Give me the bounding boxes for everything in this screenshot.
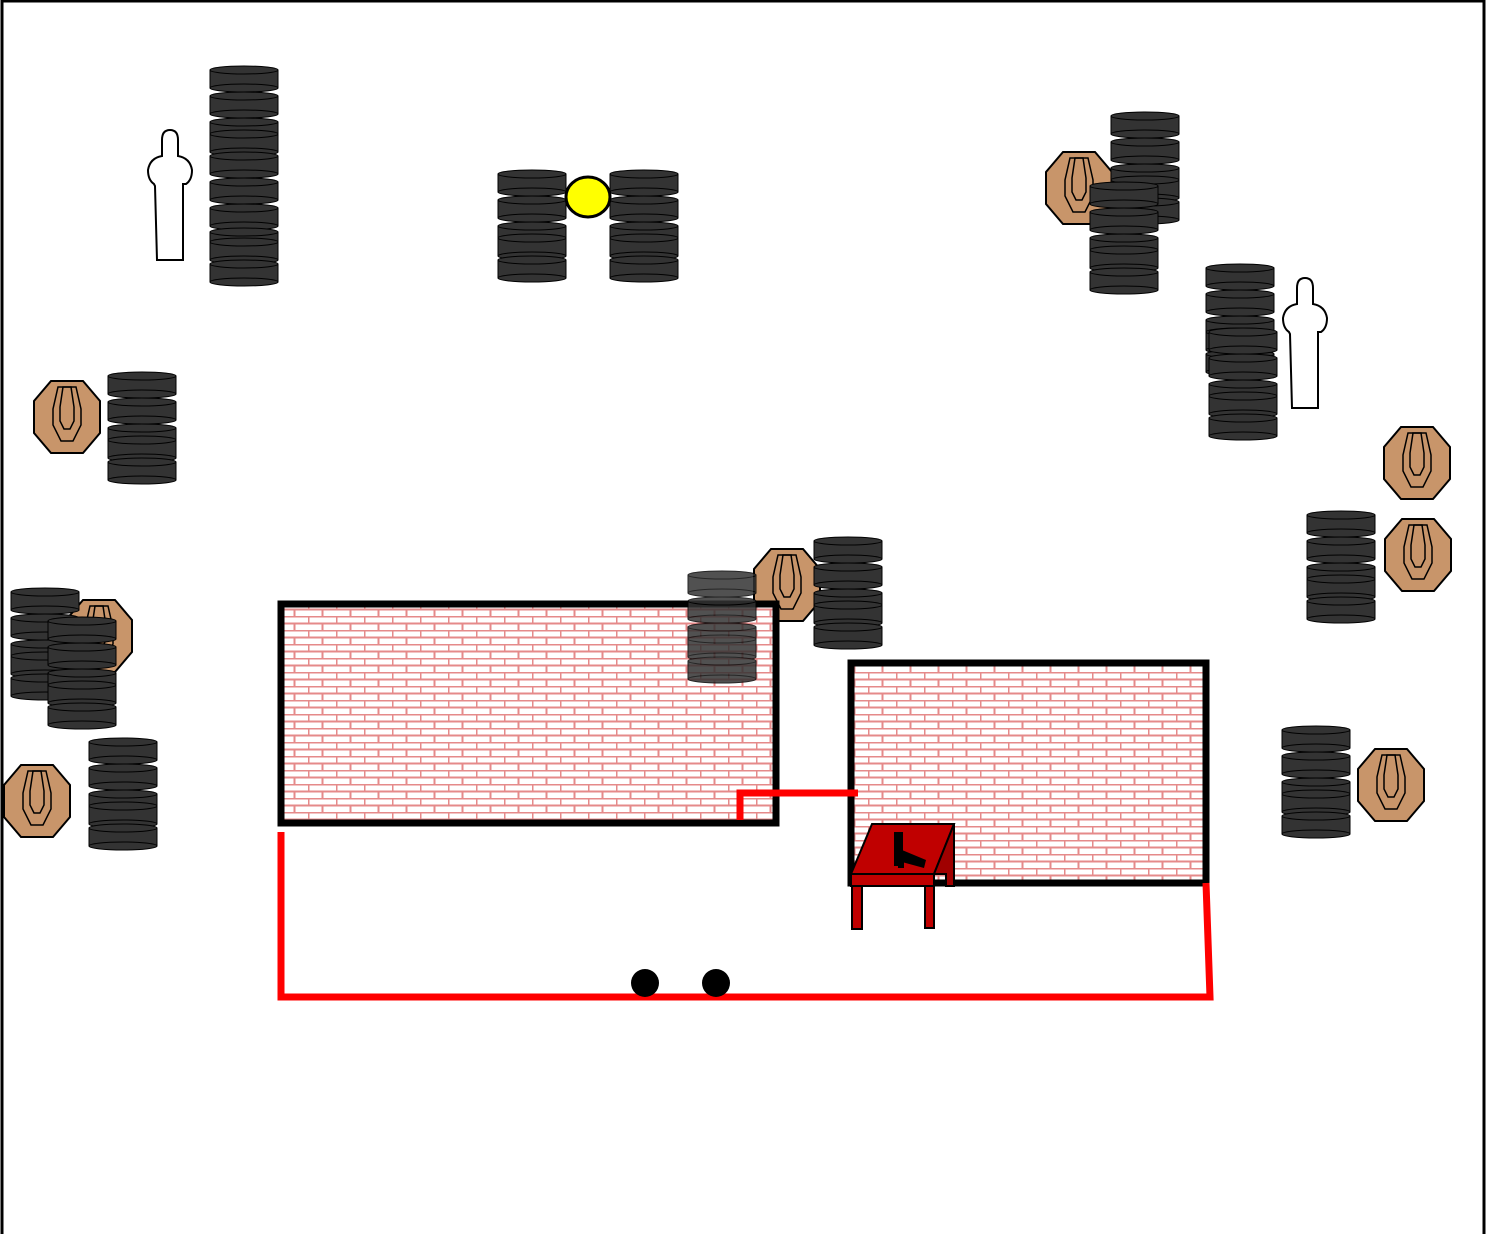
barrel-stack (1282, 726, 1350, 838)
barrel-stack (210, 66, 278, 286)
cardboard-target (1385, 519, 1451, 591)
barrel-stack (498, 170, 566, 282)
barrel-stack (1209, 328, 1277, 440)
cardboard-target (34, 381, 100, 453)
barrel-stack (48, 617, 116, 729)
barrel-stack (1307, 511, 1375, 623)
cardboard-target (1358, 749, 1424, 821)
barrel-stack (688, 571, 756, 683)
start-position-marker (631, 969, 659, 997)
barrel-stack (108, 372, 176, 484)
barrel-stack (610, 170, 678, 282)
barrel-stack (1090, 182, 1158, 294)
barrel-stack (814, 537, 882, 649)
start-position-marker (702, 969, 730, 997)
steel-popper (566, 177, 610, 217)
barrel-stack (89, 738, 157, 850)
cardboard-target (4, 765, 70, 837)
cardboard-target (1384, 427, 1450, 499)
